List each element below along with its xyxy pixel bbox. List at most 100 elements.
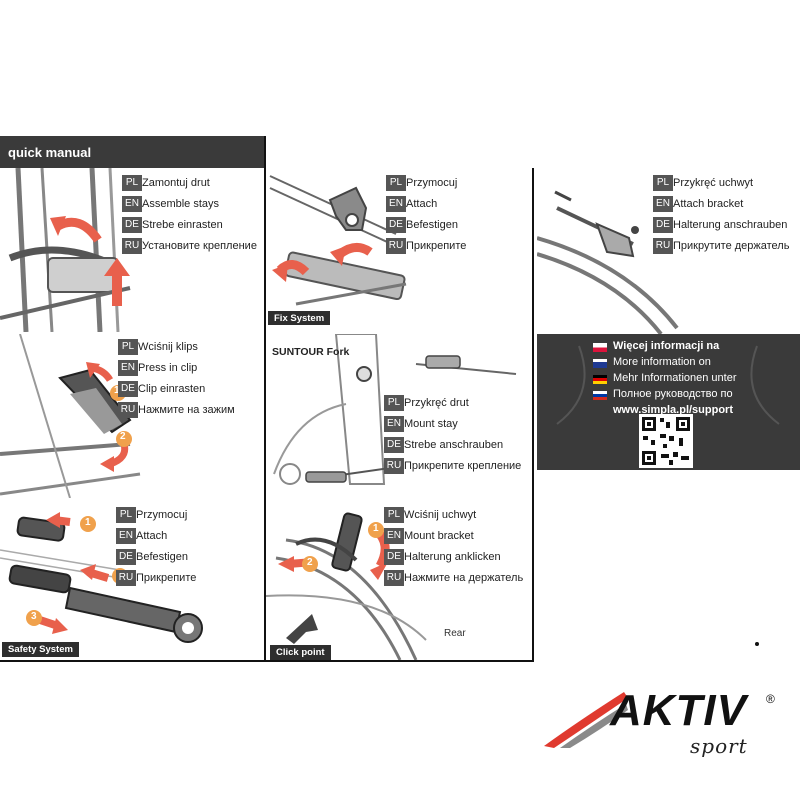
fix-system-tag: Fix System [268,311,331,325]
language-code-badge: RU [118,402,138,418]
step-3-badge: 3 [31,611,37,622]
instruction-text: Нажмите на зажим [138,404,235,416]
language-code-badge: RU [384,570,404,586]
language-code-badge: EN [384,416,404,432]
info-text-de: Mehr Informationen unter [613,372,737,384]
instruction-text: Прикрепите [406,240,467,252]
uk-flag-icon [593,359,607,368]
qr-code-icon [639,414,693,468]
suntour-fork-illustration [273,334,517,485]
logo-registered-mark: ® [766,692,775,706]
suntour-fork-title: SUNTOUR Fork [272,346,350,358]
step-1-badge: 1 [85,517,91,528]
language-code-badge: DE [384,437,404,453]
language-code-badge: PL [653,175,673,191]
manual-title: quick manual [8,145,92,160]
language-code-badge: RU [116,570,136,586]
language-code-badge: DE [116,549,136,565]
language-code-badge: PL [116,507,136,523]
step-2-badge: 2 [307,557,313,568]
divider-left [264,136,266,660]
instruction-text: Strebe anschrauben [404,439,504,451]
germany-flag-icon [593,375,607,384]
manual-header: quick manual [0,136,265,168]
step-1-badge: 1 [114,385,120,396]
rear-label: Rear [444,628,466,639]
instruction-text: Прикрепите [136,572,197,584]
instruction-text: Przykręć drut [404,397,469,409]
russia-flag-icon [593,391,607,400]
language-code-badge: PL [384,395,404,411]
instruction-text: Установите крепление [142,240,257,252]
info-decoration [556,345,780,425]
language-code-badge: EN [386,196,406,212]
press-clip-illustration [0,334,141,498]
assemble-stays-illustration [0,168,131,332]
aktiv-sport-logo: AKTIV ® sport [540,680,790,790]
instruction-text: Halterung anschrauben [673,219,788,231]
language-code-badge: EN [653,196,673,212]
language-code-badge: DE [653,217,673,233]
language-code-badge: PL [386,175,406,191]
click-point-tag: Click point [270,645,331,660]
info-text-ru: Полное руководство по [613,388,733,400]
language-code-badge: PL [118,339,138,355]
instruction-text: Halterung anklicken [404,551,501,563]
instruction-text: Assemble stays [142,198,220,210]
step-1-badge: 1 [373,523,379,534]
language-code-badge: RU [386,238,406,254]
language-code-badge: PL [384,507,404,523]
instruction-text: Przykręć uchwyt [673,177,754,189]
language-code-badge: EN [122,196,142,212]
logo-subtitle: sport [690,734,748,758]
instruction-text: Нажмите на держатель [404,572,524,584]
mount-bracket-illustration [266,512,427,660]
instruction-text: Przymocuj [136,509,188,521]
panel-more-information: Więcej informacji na More information on… [537,334,800,470]
instruction-text: Прикрутите держатель [673,240,790,252]
language-code-badge: EN [116,528,136,544]
decorative-dot [755,642,759,646]
attach-bracket-illustration [537,190,679,334]
language-code-badge: PL [122,175,142,191]
language-code-badge: DE [118,381,138,397]
language-code-badge: RU [384,458,404,474]
instruction-text: Wciśnij uchwyt [404,509,477,521]
language-code-badge: EN [118,360,138,376]
instruction-text: Przymocuj [406,177,458,189]
instruction-text: Прикрепите крепление [404,460,522,472]
language-code-badge: RU [122,238,142,254]
instruction-text: Befestigen [406,219,458,231]
logo-swoosh-icon [544,692,628,748]
instruction-text: Attach [136,530,168,542]
instruction-text: Attach bracket [673,198,744,210]
logo-wordmark: AKTIV [610,686,747,735]
safety-system-illustration [0,512,203,643]
instruction-text: Befestigen [136,551,188,563]
support-url: www.simpla.pl/support [613,404,733,416]
poland-flag-icon [593,343,607,352]
divider-right [532,168,534,660]
divider-bottom [0,660,534,662]
language-code-badge: RU [653,238,673,254]
instruction-text: Wciśnij klips [138,341,198,353]
instruction-text: Zamontuj drut [142,177,210,189]
instruction-text: Clip einrasten [138,383,206,395]
instruction-text: Press in clip [138,362,198,374]
safety-system-tag: Safety System [2,642,79,657]
language-code-badge: EN [384,528,404,544]
info-text-pl: Więcej informacji na [613,340,720,352]
instruction-text: Attach [406,198,438,210]
language-code-badge: DE [122,217,142,233]
instruction-text: Mount bracket [404,530,474,542]
step-2-badge: 2 [120,431,126,442]
instruction-text: Strebe einrasten [142,219,223,231]
info-text-en: More information on [613,356,711,368]
language-code-badge: DE [386,217,406,233]
